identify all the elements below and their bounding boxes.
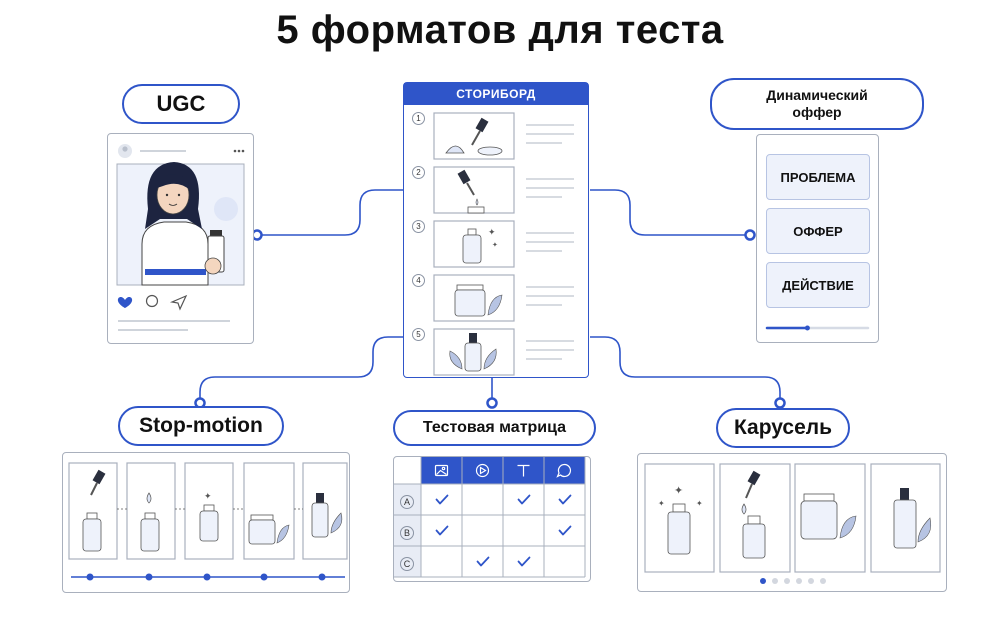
ugc-label: UGC bbox=[122, 84, 240, 124]
offer-progress-knob bbox=[804, 325, 810, 331]
carousel-dot[interactable] bbox=[772, 578, 778, 584]
test-matrix-grid bbox=[394, 457, 586, 578]
storyboard-step-number: 2 bbox=[412, 166, 425, 179]
carousel-dot[interactable] bbox=[808, 578, 814, 584]
check-icon bbox=[558, 525, 572, 536]
svg-text:✦: ✦ bbox=[674, 484, 683, 497]
ugc-post-card bbox=[107, 133, 254, 344]
offer-problem-button[interactable]: ПРОБЛЕМА bbox=[766, 154, 870, 200]
image-icon bbox=[434, 464, 449, 477]
storyboard-card: СТОРИБОРД 1 2 3 4 5 ✦ ✦ bbox=[403, 82, 589, 378]
check-icon bbox=[476, 556, 490, 567]
stop-motion-card: ✦ bbox=[62, 452, 350, 593]
carousel-dot[interactable] bbox=[820, 578, 826, 584]
offer-progress-bar bbox=[765, 325, 870, 331]
check-icon bbox=[517, 556, 531, 567]
carousel-slides: ✦ ✦ ✦ bbox=[644, 463, 941, 584]
check-icon bbox=[435, 494, 449, 505]
page-title: 5 форматов для теста bbox=[276, 8, 724, 52]
check-icon bbox=[517, 494, 531, 505]
dynamic-offer-label: Динамический оффер bbox=[710, 78, 924, 130]
carousel-dot[interactable] bbox=[784, 578, 790, 584]
storyboard-step-number: 1 bbox=[412, 112, 425, 125]
storyboard-step-number: 5 bbox=[412, 328, 425, 341]
carousel-card: ✦ ✦ ✦ bbox=[637, 453, 947, 592]
dynamic-offer-card: ПРОБЛЕМА ОФФЕР ДЕЙСТВИЕ bbox=[756, 134, 879, 343]
storyboard-step-number: 4 bbox=[412, 274, 425, 287]
play-icon bbox=[475, 463, 490, 478]
offer-offer-button[interactable]: ОФФЕР bbox=[766, 208, 870, 254]
carousel-label: Карусель bbox=[716, 408, 850, 448]
storyboard-frames: ✦ ✦ bbox=[433, 112, 574, 376]
test-matrix-card: A B C bbox=[393, 456, 591, 582]
ugc-post-illustration bbox=[116, 144, 245, 331]
svg-text:✦: ✦ bbox=[488, 228, 496, 238]
matrix-row-label: B bbox=[400, 526, 414, 540]
stop-motion-frames: ✦ bbox=[68, 462, 348, 581]
check-icon bbox=[558, 494, 572, 505]
matrix-row-label: A bbox=[400, 495, 414, 509]
offer-action-button[interactable]: ДЕЙСТВИЕ bbox=[766, 262, 870, 308]
svg-text:✦: ✦ bbox=[204, 492, 212, 502]
test-matrix-label: Тестовая матрица bbox=[393, 410, 596, 446]
stop-motion-label: Stop-motion bbox=[118, 406, 284, 446]
svg-text:✦: ✦ bbox=[492, 241, 498, 249]
storyboard-step-number: 3 bbox=[412, 220, 425, 233]
svg-text:✦: ✦ bbox=[696, 499, 703, 508]
chat-icon bbox=[556, 463, 572, 478]
matrix-row-label: C bbox=[400, 557, 414, 571]
carousel-pagination[interactable] bbox=[760, 578, 826, 584]
svg-text:✦: ✦ bbox=[658, 499, 665, 508]
storyboard-header: СТОРИБОРД bbox=[404, 83, 588, 105]
text-icon bbox=[517, 464, 530, 477]
carousel-dot[interactable] bbox=[796, 578, 802, 584]
check-icon bbox=[435, 525, 449, 536]
carousel-dot-active[interactable] bbox=[760, 578, 766, 584]
